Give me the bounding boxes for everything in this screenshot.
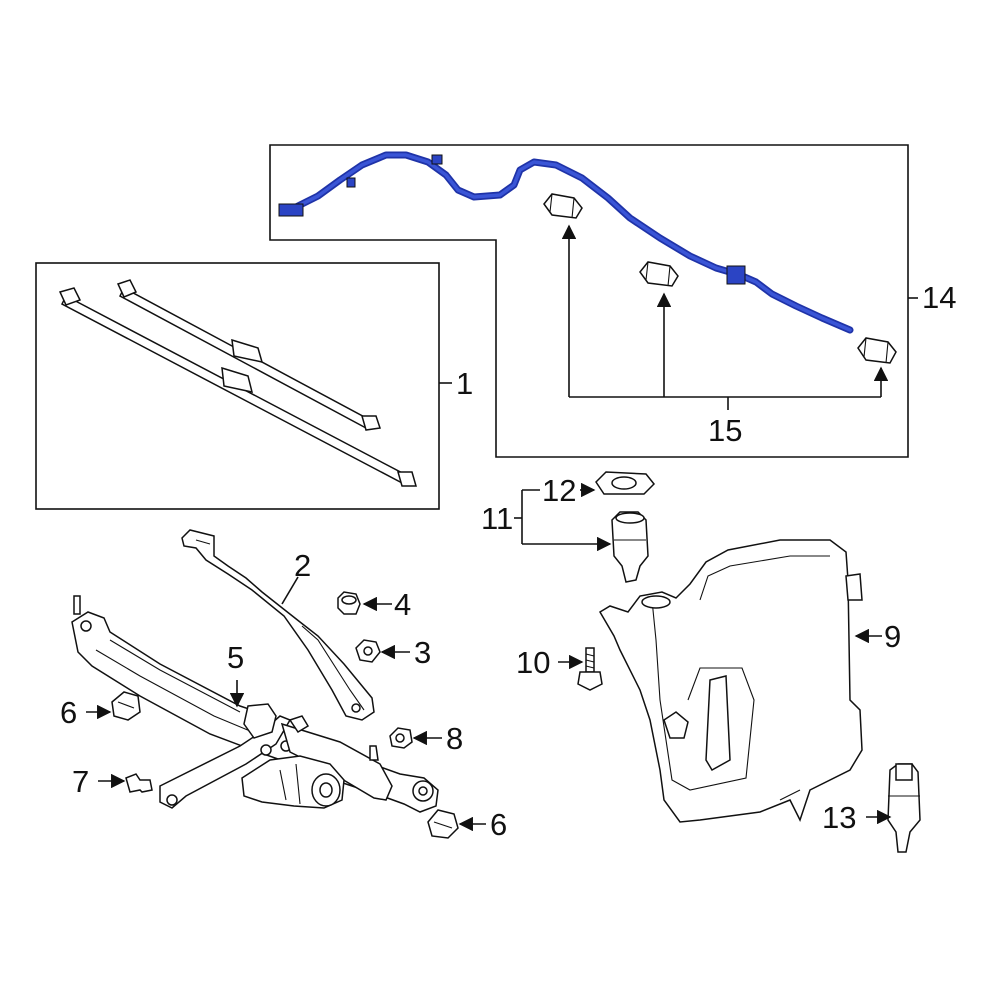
wiper-blade-short[interactable] bbox=[116, 279, 381, 431]
callout-8[interactable]: 8 bbox=[446, 721, 463, 756]
callout-2[interactable]: 2 bbox=[294, 548, 311, 583]
hose-end-connector bbox=[278, 203, 304, 217]
linkage-stud[interactable] bbox=[125, 773, 153, 793]
wiper-arm[interactable] bbox=[181, 529, 375, 721]
arm-cap[interactable] bbox=[337, 591, 361, 615]
callout-11[interactable]: 11 bbox=[481, 501, 513, 536]
level-sensor[interactable] bbox=[611, 511, 649, 583]
washer-hose[interactable] bbox=[278, 151, 854, 334]
callout-10[interactable]: 10 bbox=[516, 645, 550, 680]
callout-14[interactable]: 14 bbox=[922, 280, 956, 315]
callout-6-right[interactable]: 6 bbox=[490, 807, 507, 842]
pump-gasket[interactable] bbox=[595, 471, 656, 495]
washer-reservoir[interactable] bbox=[598, 539, 863, 823]
callout-4[interactable]: 4 bbox=[394, 587, 411, 622]
callout-6-left[interactable]: 6 bbox=[60, 695, 77, 730]
linkage-nut[interactable] bbox=[389, 727, 413, 749]
callout-7[interactable]: 7 bbox=[72, 764, 89, 799]
reservoir-bolt[interactable] bbox=[577, 647, 603, 691]
grommet-right[interactable] bbox=[427, 809, 459, 839]
wiper-linkage[interactable] bbox=[71, 595, 439, 813]
washer-pump[interactable] bbox=[887, 763, 921, 853]
hose-clip bbox=[726, 265, 746, 285]
callout-15[interactable]: 15 bbox=[708, 413, 742, 448]
washer-nozzle-2[interactable] bbox=[639, 261, 679, 287]
nozzle-leader-lines bbox=[561, 224, 889, 410]
arm-nut[interactable] bbox=[355, 639, 381, 663]
wiper-blade-long[interactable] bbox=[58, 287, 417, 487]
callout-1[interactable]: 1 bbox=[456, 366, 473, 401]
callout-12[interactable]: 12 bbox=[542, 473, 576, 508]
callout-5[interactable]: 5 bbox=[227, 640, 244, 675]
hose-clip-top bbox=[431, 154, 443, 165]
washer-nozzle-1[interactable] bbox=[543, 193, 583, 219]
callout-11-bracket bbox=[514, 489, 612, 552]
callout-9[interactable]: 9 bbox=[884, 619, 901, 654]
grommet-left[interactable] bbox=[111, 691, 141, 721]
hose-assembly-box bbox=[269, 144, 909, 458]
callout-3[interactable]: 3 bbox=[414, 635, 431, 670]
washer-nozzle-3[interactable] bbox=[857, 337, 897, 364]
callout-13[interactable]: 13 bbox=[822, 800, 856, 835]
wiper-blade-box bbox=[35, 262, 440, 510]
